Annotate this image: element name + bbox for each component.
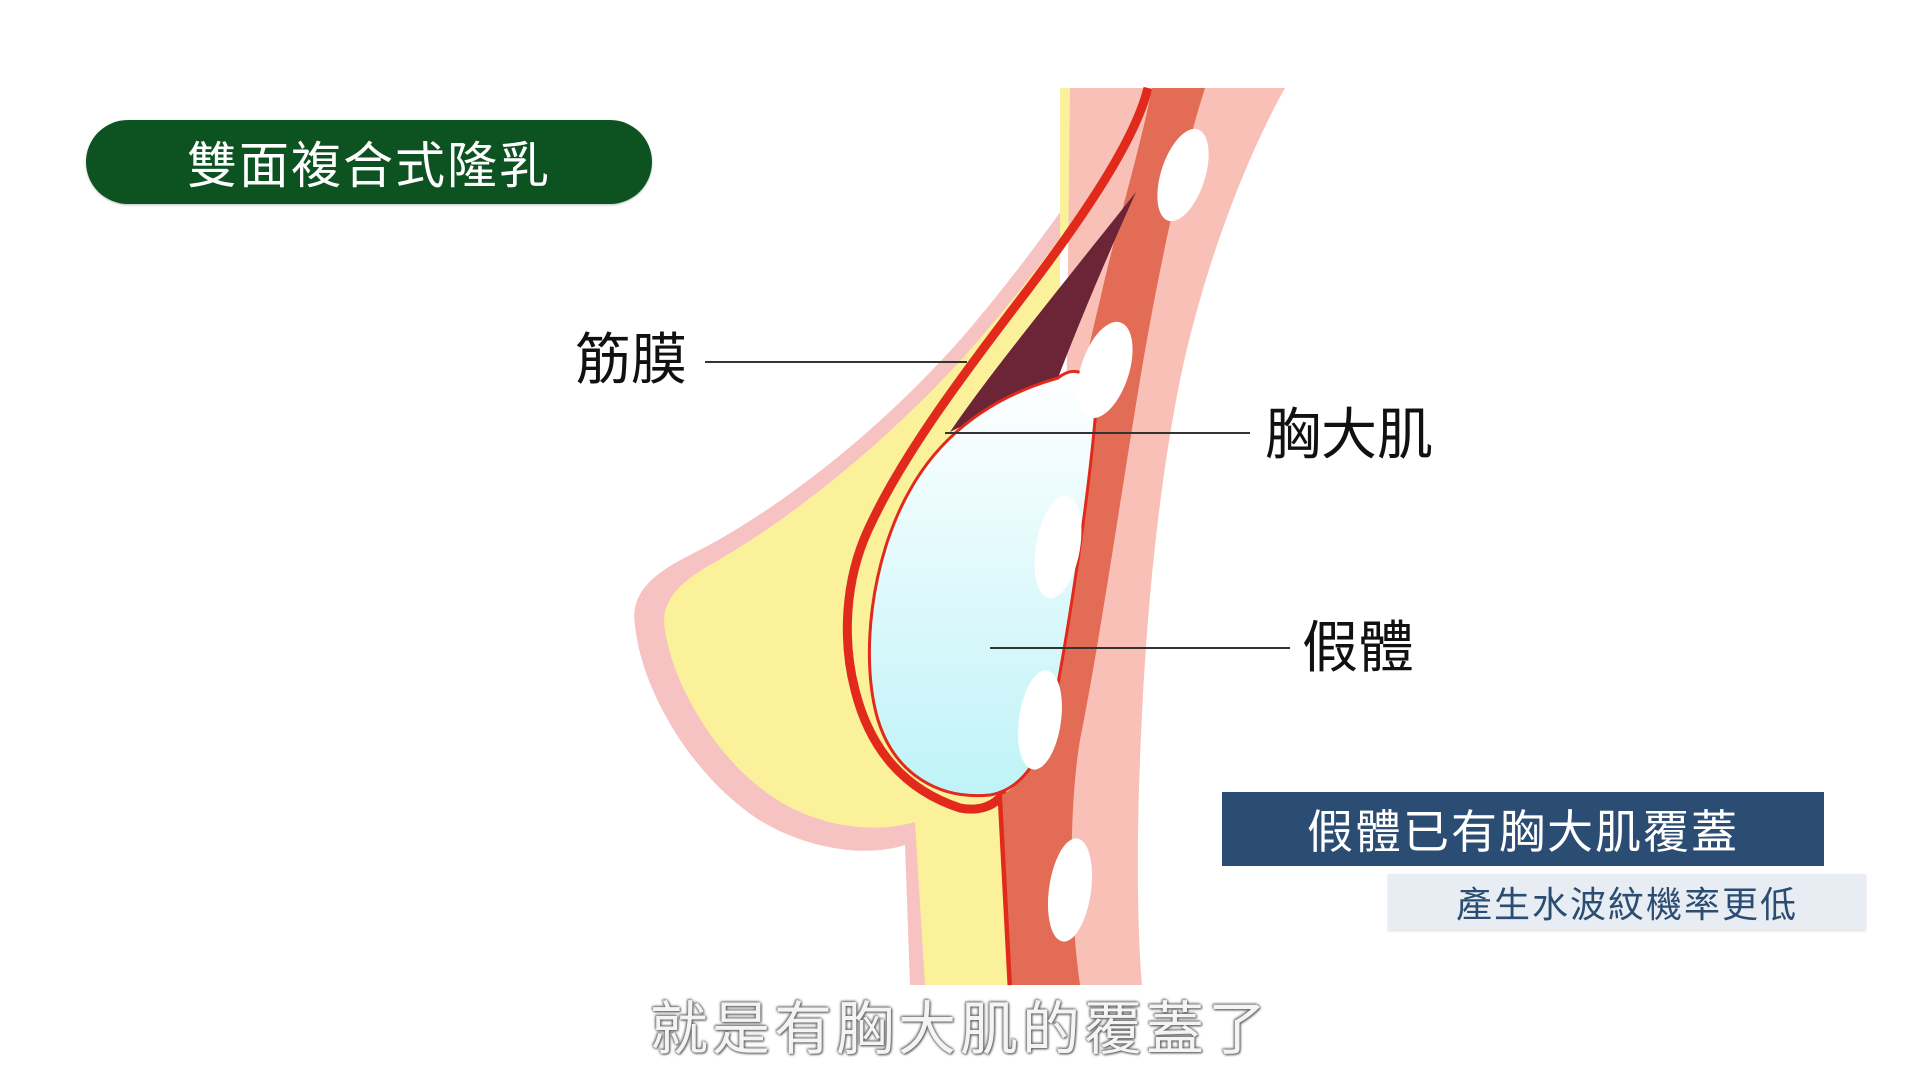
rib-3 xyxy=(1034,495,1082,599)
fascia-label: 筋膜 xyxy=(575,328,687,393)
implant-pocket xyxy=(950,192,1136,432)
fascia-layer xyxy=(842,86,1153,986)
implant-label: 假體 xyxy=(1302,616,1414,681)
rib-4 xyxy=(1018,670,1062,770)
rib-5 xyxy=(1047,838,1093,942)
pectoralis-label: 胸大肌 xyxy=(1265,403,1433,468)
title-badge: 雙面複合式隆乳 xyxy=(86,120,652,204)
pectoralis-muscle xyxy=(1002,88,1205,985)
note-main: 假體已有胸大肌覆蓋 xyxy=(1222,792,1824,866)
video-subtitle: 就是有胸大肌的覆蓋了 xyxy=(649,995,1270,1063)
rib-2 xyxy=(1077,321,1133,419)
rib-1 xyxy=(1157,128,1209,222)
note-sub: 產生水波紋機率更低 xyxy=(1388,874,1866,930)
